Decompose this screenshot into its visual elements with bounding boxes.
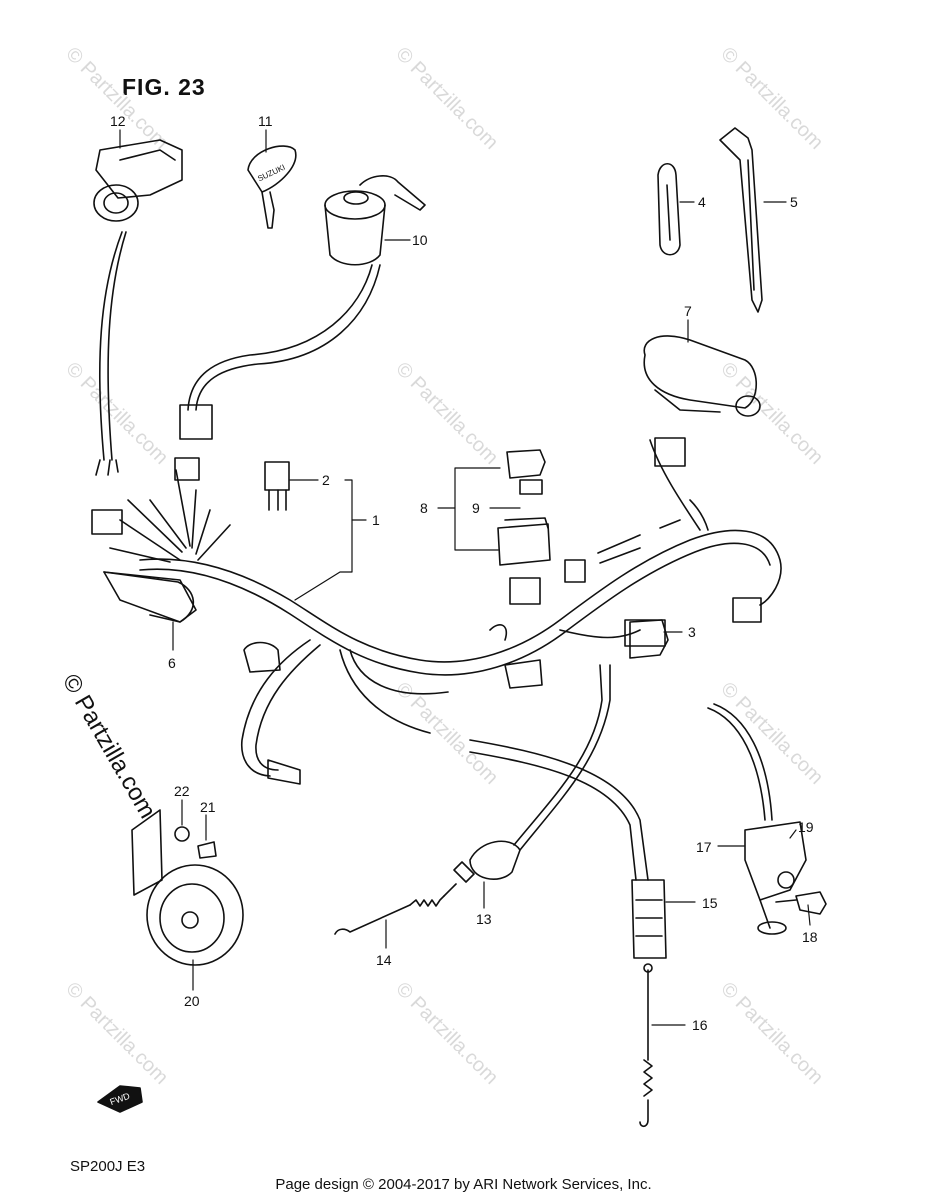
neutral-switch-icon[interactable] [707,703,807,935]
handlebar-switch-icon[interactable] [93,139,183,476]
callout-14[interactable]: 14 [376,952,392,968]
watermark: © Partzilla.com [716,678,827,789]
cable-tie-icon[interactable] [719,127,763,313]
watermark: © Partzilla.com [391,978,502,1089]
callout-17[interactable]: 17 [696,839,712,855]
key-icon[interactable]: SUZUKI [247,145,297,229]
watermark: © Partzilla.com [716,358,827,469]
watermark: © Partzilla.com [61,978,172,1089]
figure-title: FIG. 23 [122,74,206,100]
stop-switch-icon[interactable] [469,739,667,959]
wire-clamp-icon[interactable] [657,162,681,256]
washer-icon[interactable] [777,871,795,889]
callout-10[interactable]: 10 [412,232,428,248]
wiring-harness-icon[interactable] [91,437,782,785]
callout-15[interactable]: 15 [702,895,718,911]
callout-4[interactable]: 4 [698,194,706,210]
watermark: © Partzilla.com [391,358,502,469]
horn-icon[interactable] [131,809,244,966]
side-watermark: © Partzilla.com [57,670,161,824]
callout-21[interactable]: 21 [200,799,216,815]
ignition-switch-icon[interactable] [179,175,426,440]
watermark: © Partzilla.com [61,43,172,154]
brake-light-switch-icon[interactable] [453,664,611,883]
callout-6[interactable]: 6 [168,655,176,671]
fwd-arrow-icon: FWD [97,1085,143,1113]
callout-2[interactable]: 2 [322,472,330,488]
watermark: © Partzilla.com [391,678,502,789]
horn-bolt-icon[interactable] [197,841,217,859]
callout-22[interactable]: 22 [174,783,190,799]
callout-8[interactable]: 8 [420,500,428,516]
watermark: © Partzilla.com [716,978,827,1089]
horn-washer-icon[interactable] [174,826,190,842]
callout-20[interactable]: 20 [184,993,200,1009]
callout-1[interactable]: 1 [372,512,380,528]
callout-12[interactable]: 12 [110,113,126,129]
leader-lines [119,129,811,1026]
switch-spring-icon[interactable] [639,963,653,1128]
watermark: © Partzilla.com [716,43,827,154]
switch-connector-icon[interactable] [629,619,669,659]
callout-13[interactable]: 13 [476,911,492,927]
spring-rod-icon[interactable] [334,883,457,935]
callout-18[interactable]: 18 [802,929,818,945]
callout-3[interactable]: 3 [688,624,696,640]
callout-11[interactable]: 11 [258,113,273,129]
watermark: © Partzilla.com [391,43,502,154]
page-footer: Page design © 2004-2017 by ARI Network S… [275,1176,652,1193]
relay-icon[interactable] [264,461,290,511]
bolt-icon[interactable] [775,891,827,915]
callout-7[interactable]: 7 [684,303,692,319]
watermark-layer: © Partzilla.com © Partzilla.com © Partzi… [57,43,828,1089]
callout-16[interactable]: 16 [692,1017,708,1033]
fuse-box-icon[interactable] [497,449,551,566]
callout-5[interactable]: 5 [790,194,798,210]
model-code: SP200J E3 [70,1158,146,1175]
bracket-icon[interactable] [103,571,195,623]
callout-9[interactable]: 9 [472,500,480,516]
callout-layer: 1 2 3 4 5 6 7 8 9 10 11 12 13 14 15 16 1… [110,113,818,1033]
ignition-coil-icon[interactable] [643,335,761,417]
callout-19[interactable]: 19 [798,819,814,835]
watermark: © Partzilla.com [61,358,172,469]
